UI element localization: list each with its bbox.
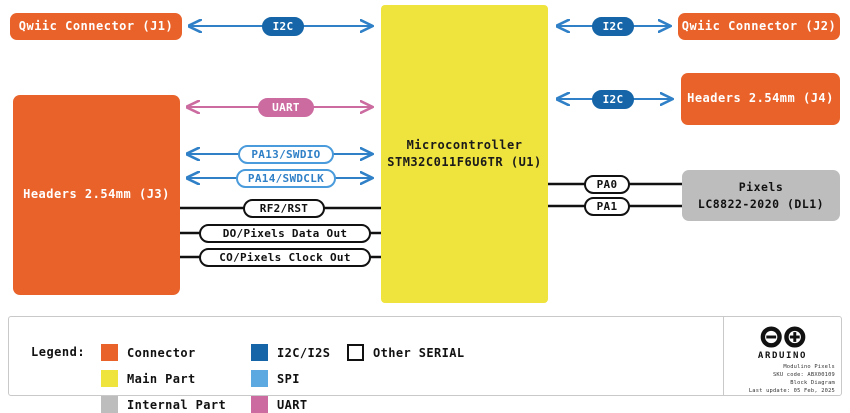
signal-label-pa13-swdio[interactable]: PA13/SWDIO — [238, 145, 334, 164]
legend-label-other-serial: Other SERIAL — [373, 345, 465, 360]
arduino-wordmark: ARDUINO — [757, 351, 808, 361]
legend-panel: Legend: Connector I2C/I2S Other SERIAL M… — [8, 316, 842, 413]
pixels-part-number: LC8822-2020 (DL1) — [697, 196, 825, 211]
legend-label-uart: UART — [277, 397, 308, 412]
legend-item-other-serial: Other SERIAL — [347, 344, 465, 361]
brand-sku-code: SKU code: ABX00109 — [772, 372, 835, 378]
signal-label-pa14-swdclk[interactable]: PA14/SWDCLK — [236, 169, 336, 188]
brand-doc-type: Block Diagram — [790, 380, 835, 386]
microcontroller-part-number: STM32C011F6U6TR (U1) — [387, 155, 542, 169]
signal-label-pa1[interactable]: PA1 — [584, 197, 630, 216]
block-microcontroller[interactable]: Microcontroller STM32C011F6U6TR (U1) — [381, 5, 548, 303]
signal-label-uart[interactable]: UART — [258, 98, 314, 117]
legend-item-i2c: I2C/I2S — [251, 344, 330, 361]
legend-label-i2c: I2C/I2S — [277, 345, 331, 360]
brand-product-name: Modulino Pixels — [783, 364, 835, 370]
legend-item-internal-part: Internal Part — [101, 396, 226, 413]
legend-label-internal-part: Internal Part — [127, 397, 227, 412]
block-diagram-canvas: Qwiic Connector (J1) Headers 2.54mm (J3)… — [8, 5, 842, 413]
signal-label-i2c-j4[interactable]: I2C — [592, 90, 634, 109]
legend-swatch-connector — [101, 344, 118, 361]
arduino-logo-icon — [760, 326, 805, 348]
legend-item-connector: Connector — [101, 344, 196, 361]
block-headers-j4[interactable]: Headers 2.54mm (J4) — [681, 73, 840, 125]
legend-label-spi: SPI — [277, 371, 300, 386]
signal-label-i2c-j1[interactable]: I2C — [262, 17, 304, 36]
legend-swatch-other-serial — [347, 344, 364, 361]
block-pixels[interactable]: Pixels LC8822-2020 (DL1) — [682, 170, 840, 221]
microcontroller-title: Microcontroller — [406, 137, 523, 152]
signal-label-i2c-j2[interactable]: I2C — [592, 17, 634, 36]
legend-swatch-spi — [251, 370, 268, 387]
signal-label-co-pixels-clock-out[interactable]: CO/Pixels Clock Out — [199, 248, 371, 267]
legend-label-connector: Connector — [127, 345, 196, 360]
block-headers-j3[interactable]: Headers 2.54mm (J3) — [13, 95, 180, 295]
signal-label-do-pixels-data-out[interactable]: DO/Pixels Data Out — [199, 224, 371, 243]
brand-panel: ARDUINO Modulino Pixels SKU code: ABX001… — [723, 317, 841, 395]
legend-swatch-uart — [251, 396, 268, 413]
signal-label-rf2-rst[interactable]: RF2/RST — [243, 199, 325, 218]
legend-item-spi: SPI — [251, 370, 300, 387]
signal-label-pa0[interactable]: PA0 — [584, 175, 630, 194]
legend-swatch-main-part — [101, 370, 118, 387]
block-qwiic-connector-j2[interactable]: Qwiic Connector (J2) — [678, 13, 840, 40]
legend-item-uart: UART — [251, 396, 308, 413]
legend-label-main-part: Main Part — [127, 371, 196, 386]
legend-swatch-i2c — [251, 344, 268, 361]
brand-last-update: Last update: 05 Feb, 2025 — [748, 388, 835, 394]
legend-swatch-internal-part — [101, 396, 118, 413]
legend-title: Legend: — [31, 345, 86, 359]
block-qwiic-connector-j1[interactable]: Qwiic Connector (J1) — [10, 13, 182, 40]
pixels-title: Pixels — [738, 179, 784, 194]
legend-item-main-part: Main Part — [101, 370, 196, 387]
